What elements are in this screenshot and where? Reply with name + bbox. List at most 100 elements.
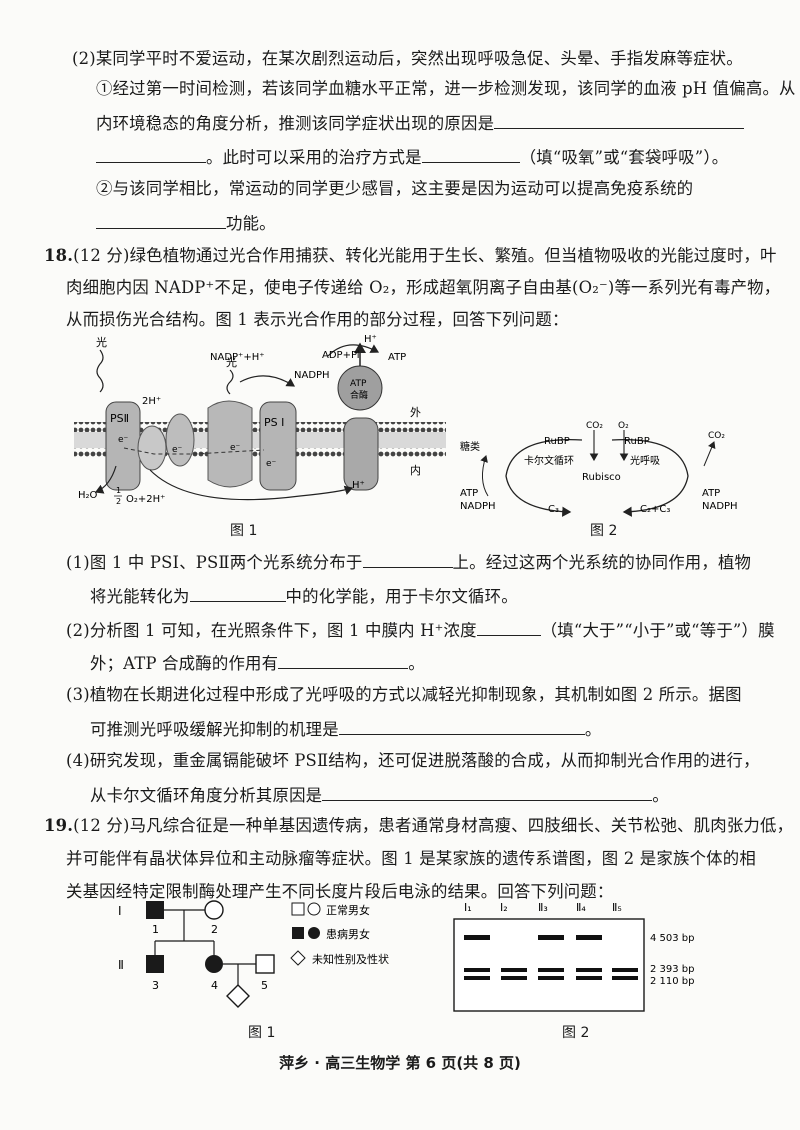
- individual-number: 5: [261, 979, 268, 992]
- q17-sub1-line1: ①经过第一时间检测，若该同学血糖水平正常，进一步检测发现，该同学的血液 pH 值…: [96, 79, 796, 98]
- generation-label: Ⅰ: [118, 904, 122, 918]
- answer-blank[interactable]: [494, 111, 745, 129]
- label-electron: e⁻: [118, 435, 129, 445]
- label-atp: ATP: [388, 352, 406, 363]
- q17-part2-intro: (2)某同学平时不爱运动，在某次剧烈运动后，突然出现呼吸急促、头晕、手指发麻等症…: [72, 49, 743, 68]
- figure2-photorespiration: 糖类 RuBP RuBP CO₂ O₂ CO₂ 卡尔文循环 光呼吸 Rubisc…: [460, 421, 738, 517]
- q17-sub1-text: 。此时可以采用的治疗方式是: [206, 148, 422, 167]
- gel-size-label: 4 503 bp: [650, 933, 695, 944]
- label-electron: e⁻: [172, 445, 183, 455]
- label-o2: O₂: [618, 421, 629, 431]
- label-c3: C₃: [548, 504, 559, 515]
- gel-band-2110: [576, 976, 602, 980]
- question-number: 18.: [44, 246, 74, 265]
- gel-lane-label: Ⅱ₅: [612, 901, 622, 914]
- answer-blank[interactable]: [96, 211, 226, 229]
- q19-intro-text: (12 分)马凡综合征是一种单基因遗传病，患者通常身材高瘦、四肢细长、关节松弛、…: [73, 816, 794, 835]
- individual-i1-affected-male: [146, 901, 164, 919]
- q17-sub1-text: （填“吸氧”或“套袋呼吸”）。: [519, 148, 729, 167]
- figure1-thylakoid: 光 光 PSⅡ PS Ⅰ 2H⁺ NADP⁺+H⁺ NADPH ADP+Pi A…: [74, 334, 446, 506]
- gel-band-2393: [464, 968, 490, 972]
- q18-p1-text: 上。经过这两个光系统的协同作用，植物: [452, 553, 752, 572]
- legend-affected-female-icon: [308, 927, 320, 939]
- light-wave-icon: [226, 369, 234, 395]
- gel-frame: [453, 918, 645, 1012]
- q18-p1-text: 将光能转化为: [90, 587, 190, 606]
- gel-band-4503-ii4: [576, 935, 602, 940]
- page-footer: 萍乡 · 高三生物学 第 6 页(共 8 页): [279, 1054, 521, 1072]
- individual-unknown-offspring: [226, 984, 250, 1008]
- q19-intro-line2: 并可能伴有晶状体异位和主动脉瘤等症状。图 1 是某家族的遗传系谱图，图 2 是家…: [66, 849, 756, 868]
- q19-intro-line1: 19.(12 分)马凡综合征是一种单基因遗传病，患者通常身材高瘦、四肢细长、关节…: [44, 815, 793, 837]
- gel-band-2110: [538, 976, 564, 980]
- gel-caption: 图 2: [562, 1025, 590, 1041]
- q18-p3-text: 可推测光呼吸缓解光抑制的机理是: [90, 720, 339, 739]
- q18-p2-text: （填“大于”“小于”或“等于”）膜: [540, 621, 775, 640]
- individual-ii3-affected-male: [146, 955, 164, 973]
- label-rubisco: Rubisco: [582, 472, 621, 483]
- answer-blank[interactable]: [278, 651, 409, 669]
- legend-affected: 患病男女: [326, 927, 370, 941]
- legend-normal: 正常男女: [326, 903, 370, 917]
- legend-normal-female-icon: [307, 902, 321, 916]
- individual-number: 4: [211, 979, 218, 992]
- answer-blank[interactable]: [189, 584, 286, 602]
- q18-intro-line2: 肉细胞内因 NADP⁺不足，使电子传递给 O₂，形成超氧阴离子自由基(O₂⁻)等…: [66, 278, 781, 297]
- individual-number: 2: [211, 923, 218, 936]
- q18-p2-text: 。: [408, 654, 425, 673]
- figure1-caption: 图 1: [230, 523, 258, 539]
- plastoquinone: [137, 425, 167, 471]
- carrier-protein: [165, 413, 195, 467]
- q18-p1-line2: 将光能转化为中的化学能，用于卡尔文循环。: [90, 584, 518, 608]
- q18-p2-line2: 外；ATP 合成酶的作用有。: [90, 651, 425, 675]
- label-h2o: H₂O: [78, 490, 98, 501]
- legend-unknown-icon: [290, 950, 306, 966]
- gel-lane-label: Ⅰ₁: [464, 901, 472, 914]
- gel-band-4503-ii3: [538, 935, 564, 940]
- answer-blank[interactable]: [476, 618, 541, 636]
- gel-band-2393: [576, 968, 602, 972]
- label-electron: e⁻: [266, 459, 277, 469]
- answer-blank[interactable]: [322, 783, 653, 801]
- individual-number: 1: [152, 923, 159, 936]
- label-nadph: NADPH: [702, 501, 738, 512]
- answer-blank[interactable]: [421, 145, 520, 163]
- gel-band-2393: [501, 968, 527, 972]
- answer-blank[interactable]: [362, 550, 453, 568]
- answer-blank[interactable]: [96, 145, 206, 163]
- q18-p2-text: (2)分析图 1 可知，在光照条件下，图 1 中膜内 H⁺浓度: [66, 621, 477, 640]
- q17-sub2-text: 功能。: [226, 214, 276, 233]
- legend-affected-male-icon: [292, 927, 304, 939]
- gel-band-4503-i1: [464, 935, 490, 940]
- label-fraction-denominator: 2: [116, 497, 121, 506]
- q18-intro-line1: 18.(12 分)绿色植物通过光合作用捕获、转化光能用于生长、繁殖。但当植物吸收…: [44, 245, 777, 267]
- gel-lane-label: Ⅱ₄: [576, 901, 586, 914]
- figure-gel: Ⅰ₁ Ⅰ₂ Ⅱ₃ Ⅱ₄ Ⅱ₅ 4 503 bp 2 393 bp 2 110 b…: [453, 901, 695, 1012]
- light-wave-icon: [96, 349, 104, 393]
- cytochrome-complex: [207, 400, 253, 488]
- label-2h: 2H⁺: [142, 396, 161, 407]
- q18-p4-text: 。: [652, 786, 669, 805]
- q18-p4-text: 从卡尔文循环角度分析其原因是: [90, 786, 323, 805]
- label-electron: e⁻: [230, 443, 241, 453]
- label-atp: ATP: [702, 488, 720, 499]
- q17-sub1-line3: 。此时可以采用的治疗方式是 （填“吸氧”或“套袋呼吸”）。: [96, 145, 728, 169]
- individual-number: 3: [152, 979, 159, 992]
- individual-i2-normal-female: [204, 900, 224, 920]
- generation-label: Ⅱ: [118, 958, 124, 972]
- legend-unknown: 未知性别及性状: [312, 952, 389, 966]
- q18-p3-line1: (3)植物在长期进化过程中形成了光呼吸的方式以减轻光抑制现象，其机制如图 2 所…: [66, 685, 742, 704]
- q18-p2-line1: (2)分析图 1 可知，在光照条件下，图 1 中膜内 H⁺浓度 （填“大于”“小于…: [66, 618, 775, 642]
- q17-sub1-text: 内环境稳态的角度分析，推测该同学症状出现的原因是: [96, 114, 495, 133]
- label-nadph: NADPH: [294, 370, 330, 381]
- q18-intro-text: (12 分)绿色植物通过光合作用捕获、转化光能用于生长、繁殖。但当植物吸收的光能…: [73, 246, 777, 265]
- figure-pedigree: Ⅰ Ⅱ 1 2 3 4 5 正常男女 患病男女 未知性别及性状: [118, 900, 389, 1008]
- answer-blank[interactable]: [338, 717, 585, 735]
- gel-band-2110: [464, 976, 490, 980]
- gel-band-2110: [501, 976, 527, 980]
- label-atp: ATP: [460, 488, 478, 499]
- label-outside: 外: [410, 406, 421, 419]
- gel-band-2393: [538, 968, 564, 972]
- pedigree-caption: 图 1: [248, 1025, 276, 1041]
- q18-p3-line2: 可推测光呼吸缓解光抑制的机理是。: [90, 717, 601, 741]
